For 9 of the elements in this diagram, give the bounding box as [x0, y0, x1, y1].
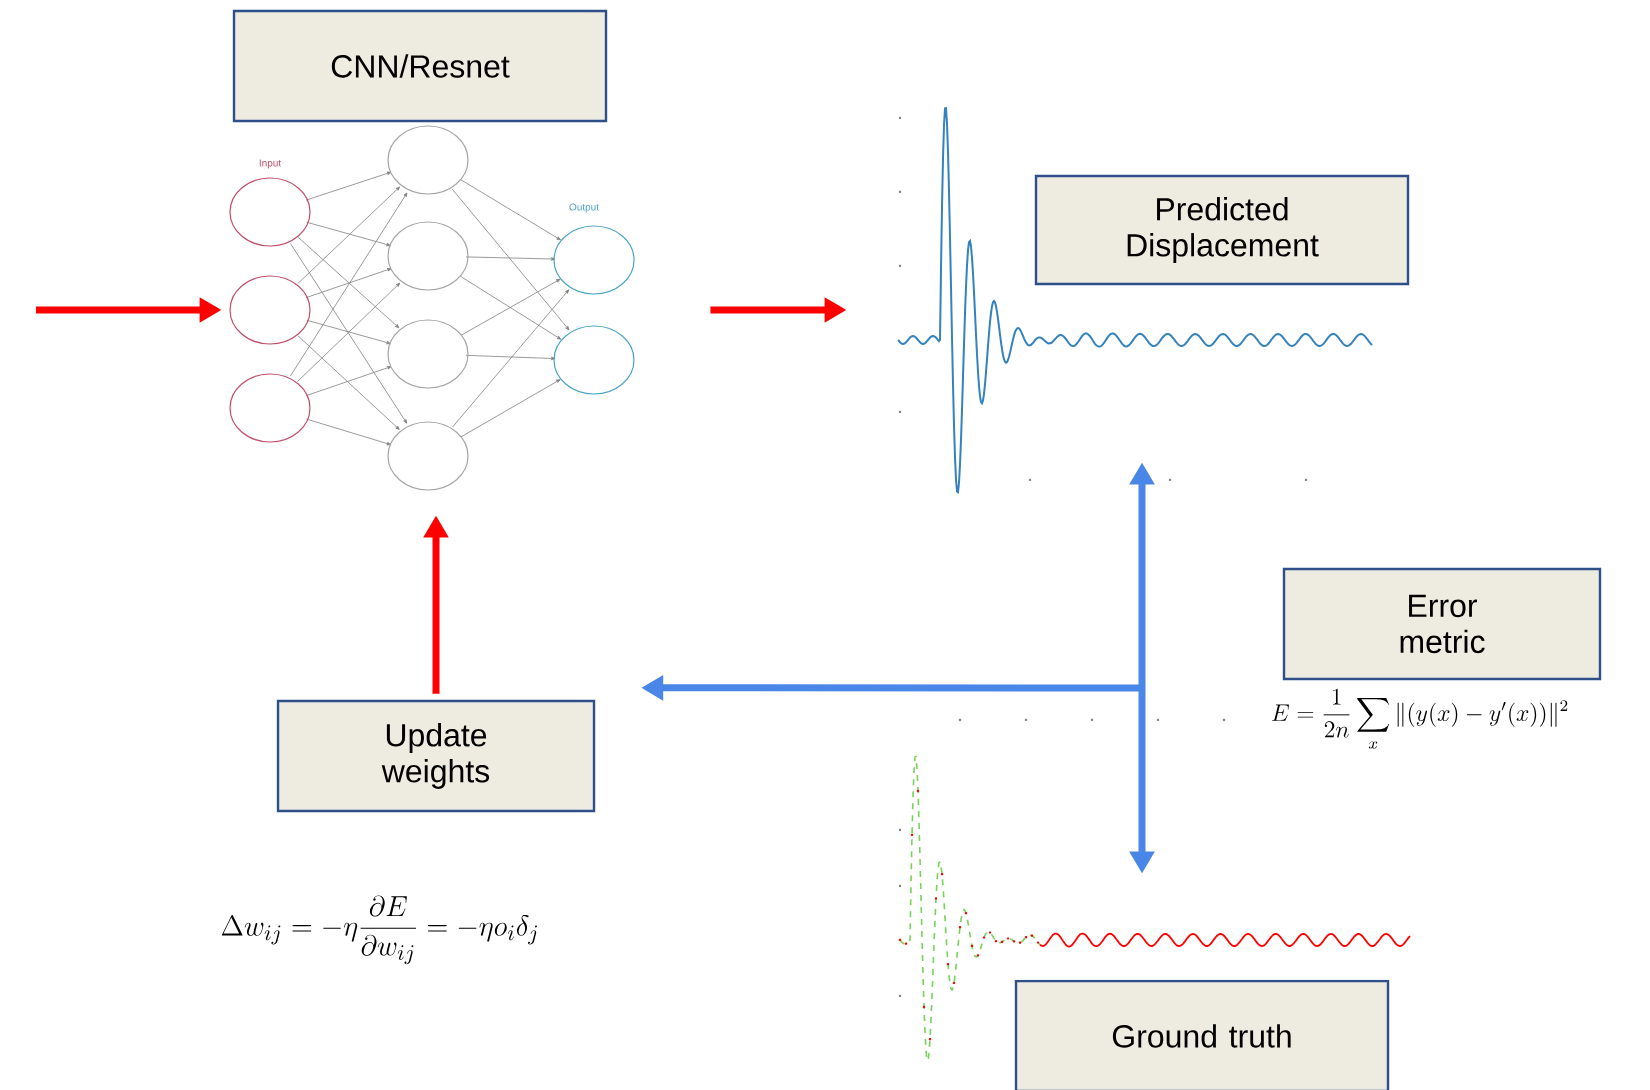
- waveform-plot-drawing: [897, 107, 1373, 494]
- formula: $\Delta w_{ij} = -\eta \frac{\partial E}{\partial w_{ij}} = -\eta o_i \delta_j$: [221, 895, 537, 965]
- formula: $E = \frac{1}{2n} \sum_x \| (y(x) - y'(x)) \|^2$: [1271, 688, 1568, 749]
- label-box: Error metric: [1282, 567, 1602, 681]
- label-box: CNN/Resnet: [232, 9, 608, 123]
- neural-network-drawing: [229, 125, 635, 491]
- label-box: Predicted Displacement: [1034, 174, 1410, 286]
- label-box: Ground truth: [1014, 979, 1390, 1090]
- label-box: Update weights: [276, 699, 596, 813]
